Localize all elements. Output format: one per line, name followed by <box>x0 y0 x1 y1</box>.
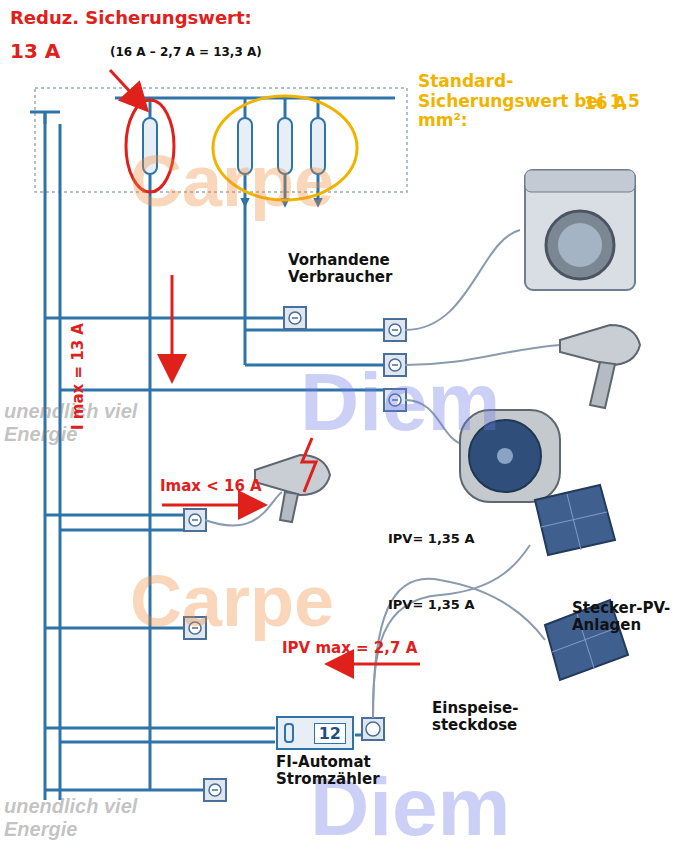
meter-display: 12 <box>314 723 346 744</box>
fuse-value: 13 A <box>10 40 60 63</box>
current-label: IPV= 1,35 A <box>388 532 475 547</box>
watermark: Carpe <box>130 140 334 222</box>
fi-symbol <box>284 723 294 743</box>
current-label: IPV= 1,35 A <box>388 598 475 613</box>
current-label: IPV max = 2,7 A <box>282 640 417 657</box>
current-label: Imax < 16 A <box>160 478 262 495</box>
meter-caption: FI-Automat Stromzähler <box>276 754 406 789</box>
meter-box: 12FI-Automat Stromzähler <box>276 716 406 789</box>
fi-meter-housing: 12 <box>276 716 354 750</box>
fuse-value: 16 A <box>584 94 627 114</box>
consumer-label: Vorhandene Verbraucher <box>288 252 428 287</box>
pv-label: Stecker-PV- Anlagen <box>572 600 682 635</box>
watermark: unendlich viel Energie <box>4 795 164 841</box>
watermark: Diem <box>300 355 501 449</box>
socket-label: Einspeise- steckdose <box>432 700 542 735</box>
watermark: Carpe <box>130 560 334 642</box>
fuse-calculation: (16 A – 2,7 A = 13,3 A) <box>110 46 262 60</box>
fuse-heading: Reduz. Sicherungswert: <box>10 8 252 29</box>
current-label: I max = 13 A <box>70 323 87 430</box>
